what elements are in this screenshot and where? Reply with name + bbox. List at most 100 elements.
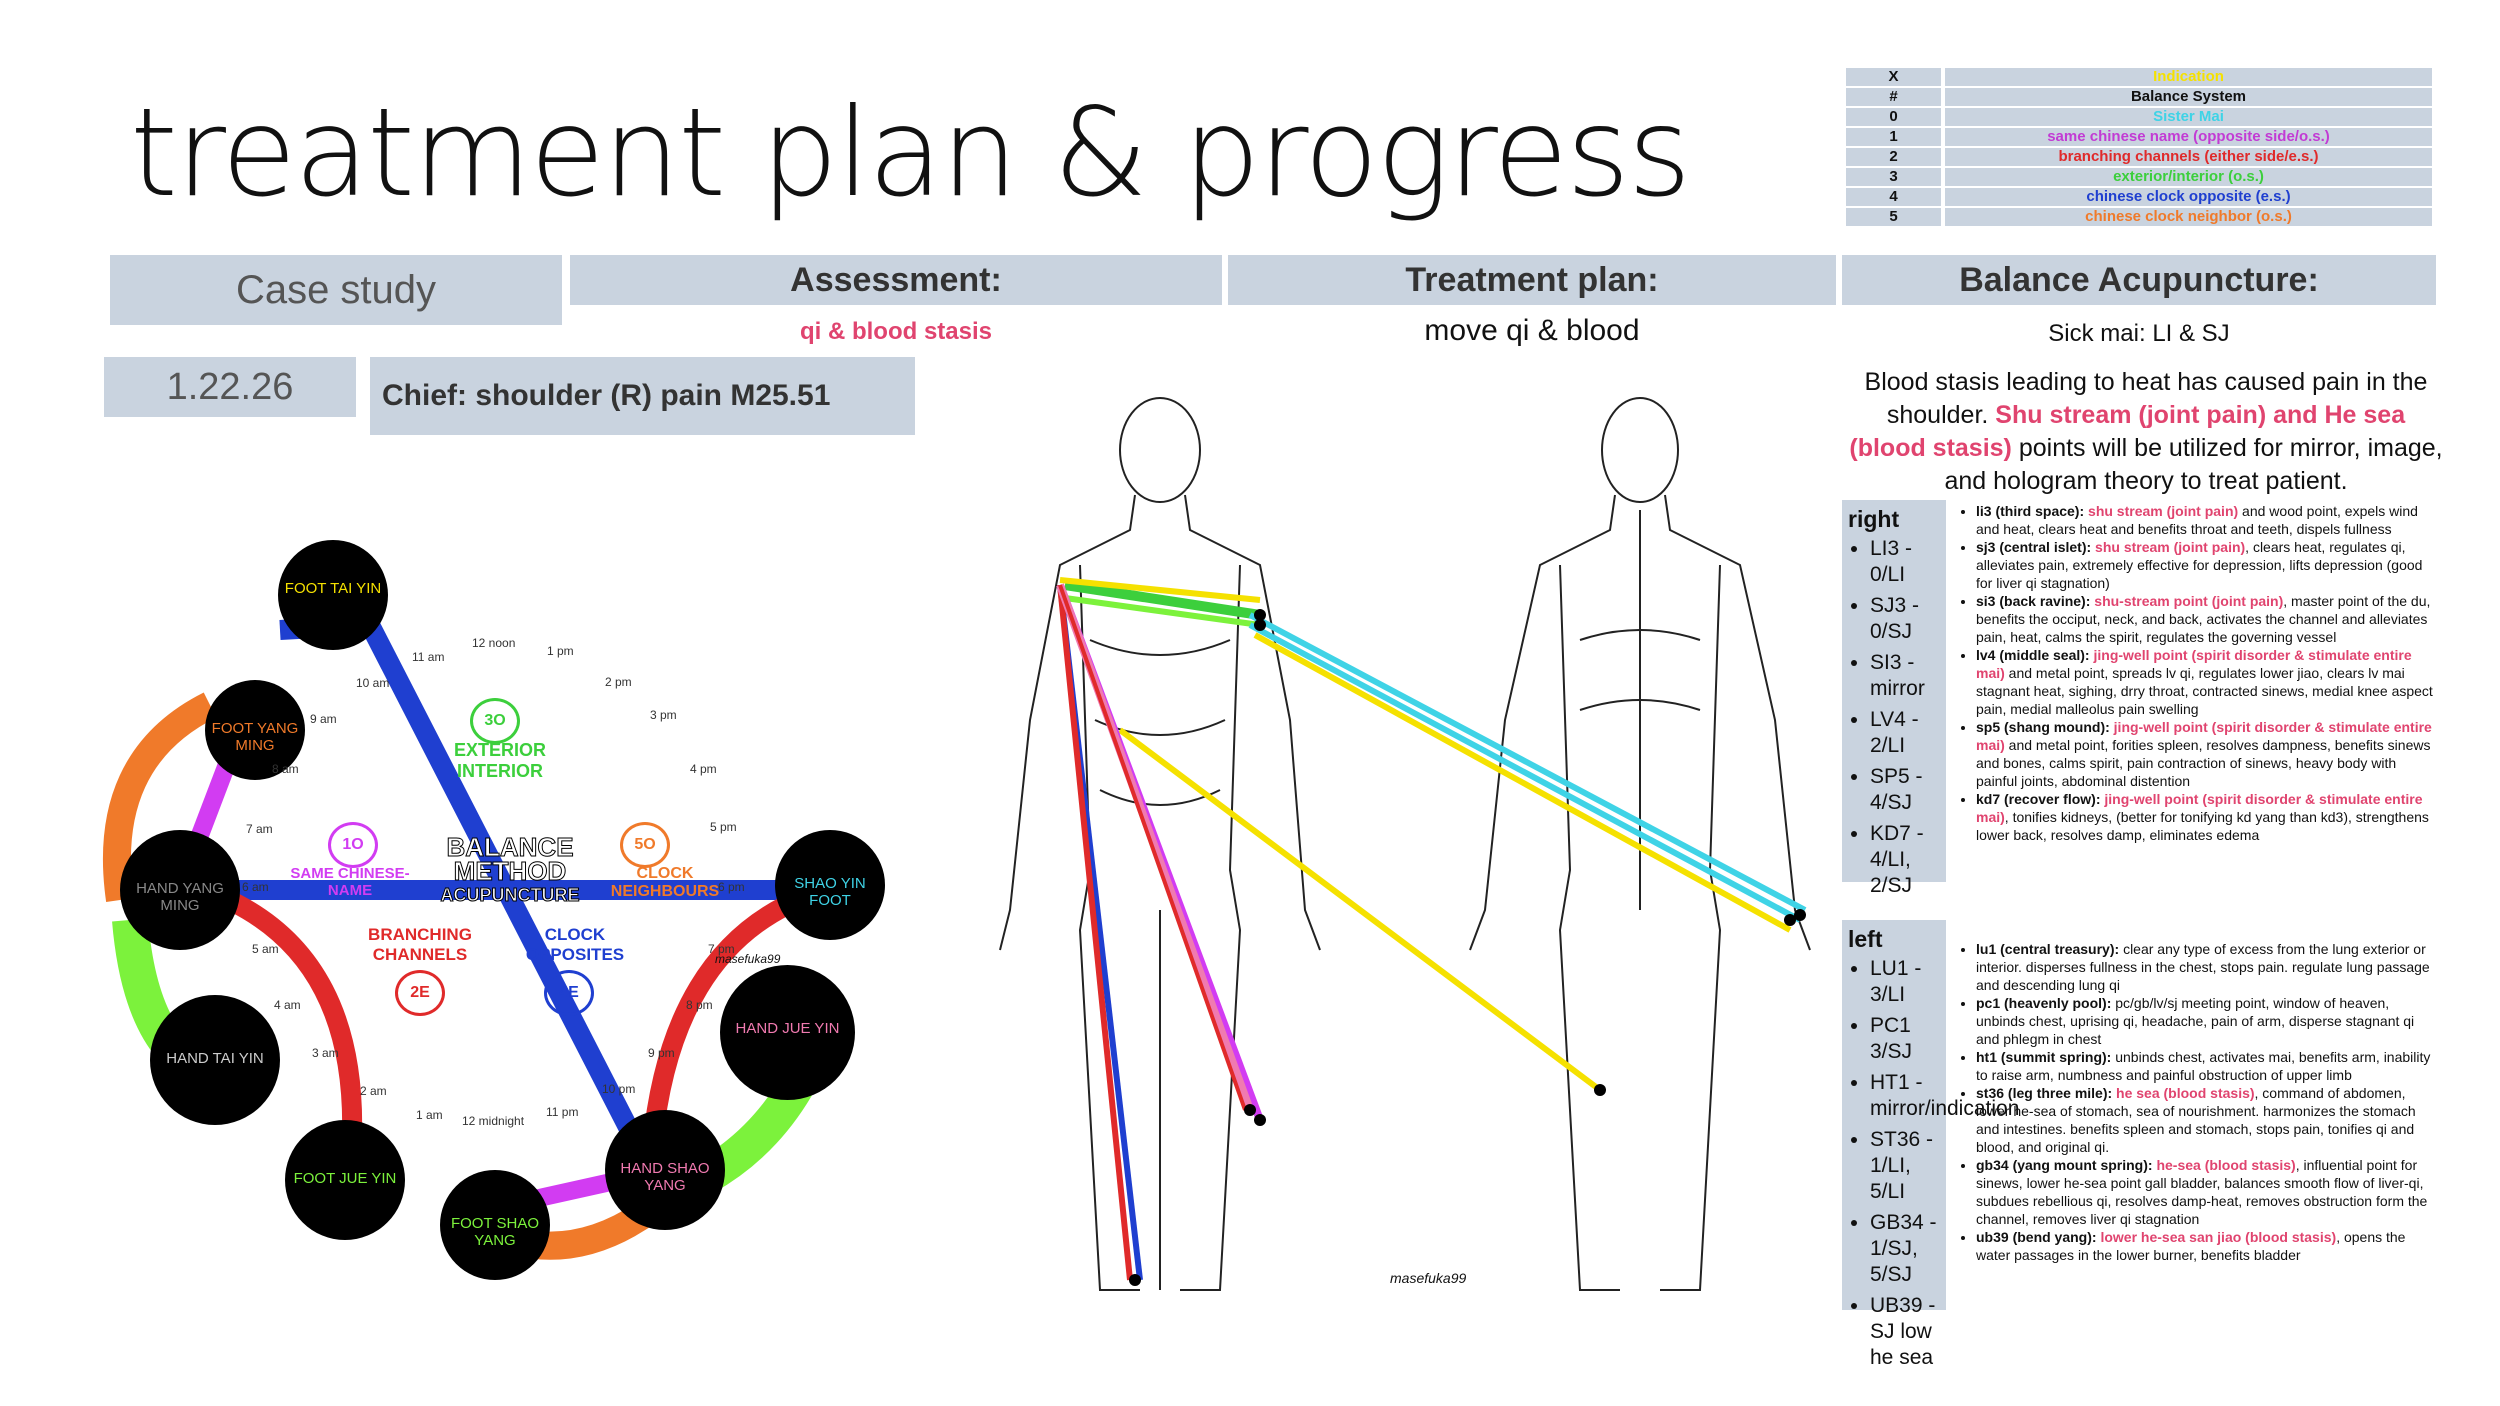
legend-label: Sister Mai	[1945, 108, 2432, 126]
point-description: pc1 (heavenly pool): pc/gb/lv/sj meeting…	[1976, 994, 2438, 1048]
time-5am: 5 am	[252, 942, 279, 956]
point-highlight: jing-well point (spirit disorder & stimu…	[1976, 719, 2432, 753]
time-5pm: 5 pm	[710, 820, 737, 834]
point-li3	[1794, 909, 1806, 921]
figure-signature: masefuka99	[1390, 1270, 1467, 1286]
legend-label: same chinese name (opposite side/o.s.)	[1945, 128, 2432, 146]
legend-number: 1	[1846, 128, 1941, 146]
point-detail: , master point of the du, benefits the o…	[1976, 593, 2431, 645]
treatment-plan-value: move qi & blood	[1424, 314, 1640, 347]
legend-number: 3	[1846, 168, 1941, 186]
line-red	[1057, 584, 1133, 1281]
legend-label: Indication	[1945, 68, 2432, 86]
point-detail: , tonifies kidneys, (better for tonifyin…	[1976, 809, 2429, 843]
assessment-header: Assessment:	[570, 255, 1222, 305]
legend-label: chinese clock neighbor (o.s.)	[1945, 208, 2432, 226]
left-points-descriptions: lu1 (central treasury): clear any type o…	[1960, 940, 2438, 1264]
point-detail: , opens the water passages in the lower …	[1976, 1229, 2406, 1263]
point-item: GB34 - 1/SJ, 5/SJ	[1870, 1210, 1940, 1288]
point-name: kd7 (recover flow):	[1976, 791, 2101, 807]
point-highlight: he sea (blood stasis)	[2116, 1085, 2255, 1101]
time-3am: 3 am	[312, 1046, 339, 1060]
point-lu1	[1254, 609, 1266, 621]
node-hand-tai-yin: HAND TAI YIN	[150, 995, 280, 1125]
line-yellow-top	[1059, 577, 1261, 603]
line-yellow-1	[1253, 632, 1792, 933]
label-branching-channels: BRANCHING CHANNELS	[368, 925, 472, 964]
point-st36	[1244, 1104, 1256, 1116]
point-detail: and wood point, expels wind and heat, cl…	[1976, 503, 2418, 537]
point-item: SP5 - 4/SJ	[1870, 764, 1940, 816]
line-cyan-1	[1248, 612, 1807, 913]
point-description: sj3 (central islet): shu stream (joint p…	[1976, 538, 2438, 592]
back-body-figure	[1469, 397, 1811, 1291]
legend-label: chinese clock opposite (e.s.)	[1945, 188, 2432, 206]
legend-number: #	[1846, 88, 1941, 106]
point-item: LU1 - 3/LI	[1870, 956, 1940, 1008]
label-clock-opposites: CLOCK OPPOSITES	[525, 925, 625, 964]
rationale-text-c: points will be utilized for mirror, imag…	[1944, 434, 2443, 495]
time-6pm: 6 pm	[718, 880, 745, 894]
legend-number: 2	[1846, 148, 1941, 166]
line-green-2	[1064, 595, 1261, 628]
line-green	[1064, 580, 1261, 620]
time-11am: 11 am	[412, 650, 445, 664]
legend-number: 4	[1846, 188, 1941, 206]
date-badge: 1.22.26	[104, 357, 356, 417]
point-description: lv4 (middle seal): jing-well point (spir…	[1976, 646, 2438, 718]
diagram-center-title: BALANCE METHOD ACUPUNCTURE	[440, 832, 580, 906]
orange-arc-left	[103, 692, 217, 902]
point-item: KD7 - 4/LI, 2/SJ	[1870, 821, 1940, 899]
node-foot-yang-ming: FOOT YANG MING	[205, 680, 305, 780]
left-points-panel: left LU1 - 3/LIPC1 3/SJHT1 - mirror/indi…	[1842, 920, 2019, 1369]
badge-2e: 2E	[395, 970, 445, 1016]
point-highlight: shu-stream point (joint pain)	[2094, 593, 2284, 609]
balance-acupuncture-header: Balance Acupuncture:	[1842, 255, 2436, 305]
page-title: treatment plan & progress	[130, 82, 1691, 224]
point-detail: , command of abdomen, lower he-sea of st…	[1976, 1085, 2416, 1155]
line-cyan-2	[1248, 622, 1802, 923]
time-2pm: 2 pm	[605, 675, 632, 689]
point-name: gb34 (yang mount spring):	[1976, 1157, 2153, 1173]
treatment-rationale: Blood stasis leading to heat has caused …	[1846, 366, 2446, 498]
point-highlight: he-sea (blood stasis)	[2156, 1157, 2296, 1173]
anatomy-figures: masefuka99	[960, 390, 1840, 1340]
label-same-name: SAME CHINESE-NAME	[290, 865, 410, 899]
time-1pm: 1 pm	[547, 644, 574, 658]
point-item: SI3 - mirror	[1870, 650, 1940, 702]
time-8pm: 8 pm	[686, 998, 713, 1012]
point-highlight: jing-well point (spirit disorder & stimu…	[1976, 791, 2423, 825]
legend-label: exterior/interior (o.s.)	[1945, 168, 2432, 186]
badge-1o: 1O	[328, 822, 378, 868]
time-12noon: 12 noon	[472, 636, 516, 650]
legend-number: 0	[1846, 108, 1941, 126]
purple-line-bottom	[528, 1171, 622, 1209]
time-9am: 9 am	[310, 712, 337, 726]
chief-complaint: Chief: shoulder (R) pain M25.51	[370, 357, 915, 435]
point-name: ub39 (bend yang):	[1976, 1229, 2097, 1245]
time-7am: 7 am	[246, 822, 273, 836]
point-description: kd7 (recover flow): jing-well point (spi…	[1976, 790, 2438, 844]
point-detail: clear any type of excess from the lung e…	[1976, 941, 2430, 993]
assessment-value: qi & blood stasis	[799, 318, 993, 345]
label-clock-neighbours: CLOCK NEIGHBOURS	[610, 865, 720, 900]
time-1am: 1 am	[416, 1108, 443, 1122]
point-sj3	[1784, 914, 1796, 926]
time-12midnight: 12 midnight	[462, 1114, 525, 1128]
label-exterior-interior: EXTERIOR INTERIOR	[453, 740, 546, 781]
point-name: lv4 (middle seal):	[1976, 647, 2090, 663]
point-item: SJ3 - 0/SJ	[1870, 593, 1940, 645]
rationale-highlight: Shu stream (joint pain) and He sea (bloo…	[1849, 401, 2406, 462]
balance-method-diagram: FOOT TAI YIN FOOT YANG MING HAND YANG MI…	[60, 480, 940, 1400]
point-highlight: jing-well point (spirit disorder & stimu…	[1976, 647, 2412, 681]
point-item: LV4 - 2/LI	[1870, 707, 1940, 759]
node-hand-yang-ming: HAND YANG MING	[120, 830, 240, 950]
rationale-text-a: Blood stasis leading to heat has caused …	[1864, 368, 2428, 429]
time-9pm: 9 pm	[648, 1046, 675, 1060]
point-item: HT1 - mirror/indication	[1870, 1070, 2019, 1122]
badge-3o: 3O	[470, 698, 520, 744]
